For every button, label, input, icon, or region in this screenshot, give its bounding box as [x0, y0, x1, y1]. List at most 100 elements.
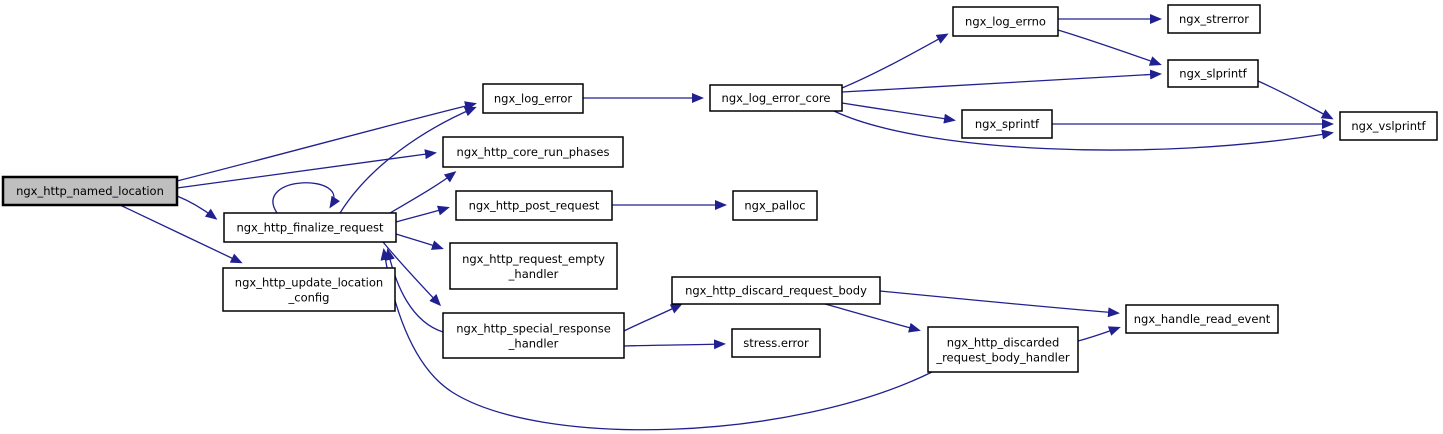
node-label-line: ngx_vslprintf	[1351, 119, 1426, 133]
node-update_location_config[interactable]: ngx_http_update_location_config	[222, 267, 396, 312]
node-palloc[interactable]: ngx_palloc	[732, 190, 818, 221]
node-log_error_core[interactable]: ngx_log_error_core	[709, 84, 843, 112]
node-box-handle_read_event[interactable]	[1125, 304, 1279, 334]
edge-discard_request_body-to-discarded_request_body_handler	[824, 303, 921, 333]
node-stress_error[interactable]: stress.error	[731, 328, 821, 358]
node-box-special_response_handler[interactable]	[442, 312, 625, 359]
node-box-vslprintf[interactable]	[1339, 111, 1438, 141]
edge-named_location-to-log_error	[176, 101, 477, 182]
node-box-finalize_request[interactable]	[223, 212, 397, 243]
node-special_response_handler[interactable]: ngx_http_special_response_handler	[442, 312, 625, 359]
node-label-line: ngx_http_update_location	[235, 276, 383, 290]
node-label-line: ngx_strerror	[1179, 12, 1249, 26]
node-finalize_request[interactable]: ngx_http_finalize_request	[223, 212, 397, 243]
node-label-named_location: ngx_http_named_location	[16, 184, 164, 198]
node-label-special_response_handler: ngx_http_special_response_handler	[456, 322, 611, 351]
node-box-slprintf[interactable]	[1167, 59, 1259, 88]
node-box-update_location_config[interactable]	[222, 267, 396, 312]
edge-special_response_handler-to-stress_error	[623, 339, 726, 350]
node-discarded_request_body_handler[interactable]: ngx_http_discarded_request_body_handler	[927, 326, 1079, 373]
edge-discarded_request_body_handler-to-finalize_request	[380, 248, 933, 431]
node-label-line: _handler	[508, 337, 559, 351]
node-box-discard_request_body[interactable]	[671, 276, 881, 305]
node-label-log_errno: ngx_log_errno	[965, 15, 1046, 29]
edge-special_response_handler-to-discard_request_body	[623, 303, 683, 332]
edge-slprintf-to-vslprintf	[1257, 80, 1334, 120]
node-label-sprintf: ngx_sprintf	[975, 117, 1040, 131]
node-label-line: _config	[288, 291, 330, 305]
node-label-line: ngx_sprintf	[975, 117, 1040, 131]
node-strerror[interactable]: ngx_strerror	[1167, 4, 1261, 34]
edge-named_location-to-finalize_request	[176, 195, 218, 220]
node-label-line: _request_body_handler	[935, 351, 1070, 365]
node-post_request[interactable]: ngx_http_post_request	[455, 190, 613, 221]
edge-named_location-to-update_location_config	[119, 204, 243, 264]
node-label-line: ngx_handle_read_event	[1134, 312, 1271, 326]
edge-finalize_request-to-request_empty_handler	[395, 233, 444, 250]
node-label-line: ngx_slprintf	[1179, 67, 1247, 81]
node-label-palloc: ngx_palloc	[744, 199, 805, 213]
edge-finalize_request-to-log_error	[339, 106, 477, 214]
edge-discard_request_body-to-handle_read_event	[879, 290, 1120, 318]
node-label-log_error: ngx_log_error	[494, 92, 573, 106]
node-named_location: ngx_http_named_location	[1, 175, 179, 207]
node-label-line: ngx_http_post_request	[469, 199, 600, 213]
node-label-line: ngx_http_core_run_phases	[457, 145, 610, 159]
node-box-palloc[interactable]	[732, 190, 818, 221]
node-slprintf[interactable]: ngx_slprintf	[1167, 59, 1259, 88]
node-label-vslprintf: ngx_vslprintf	[1351, 119, 1426, 133]
edge-log_error_core-to-log_errno	[841, 33, 949, 89]
node-label-line: ngx_palloc	[744, 199, 805, 213]
node-box-core_run_phases[interactable]	[442, 136, 624, 168]
node-box-log_errno[interactable]	[952, 6, 1059, 37]
node-log_error[interactable]: ngx_log_error	[482, 83, 584, 114]
edge-finalize_request-to-finalize_request	[272, 182, 341, 214]
node-label-discard_request_body: ngx_http_discard_request_body	[685, 284, 867, 298]
node-sprintf[interactable]: ngx_sprintf	[961, 109, 1053, 139]
node-label-stress_error: stress.error	[743, 336, 809, 350]
node-label-line: ngx_log_error	[494, 92, 573, 106]
node-discard_request_body[interactable]: ngx_http_discard_request_body	[671, 276, 881, 305]
node-box-request_empty_handler[interactable]	[449, 242, 618, 290]
node-request_empty_handler[interactable]: ngx_http_request_empty_handler	[449, 242, 618, 290]
node-log_errno[interactable]: ngx_log_errno	[952, 6, 1059, 37]
nodes-layer: ngx_http_named_location ngx_http_finalize…	[1, 4, 1438, 373]
node-label-request_empty_handler: ngx_http_request_empty_handler	[462, 252, 605, 281]
node-handle_read_event[interactable]: ngx_handle_read_event	[1125, 304, 1279, 334]
node-label-update_location_config: ngx_http_update_location_config	[235, 276, 383, 305]
node-box-discarded_request_body_handler[interactable]	[927, 326, 1079, 373]
node-label-discarded_request_body_handler: ngx_http_discarded_request_body_handler	[935, 336, 1070, 365]
node-label-line: ngx_log_error_core	[722, 91, 831, 105]
edge-log_error_core-to-vslprintf	[833, 110, 1334, 151]
node-box-strerror[interactable]	[1167, 4, 1261, 34]
node-label-line: ngx_http_special_response	[456, 322, 611, 336]
node-box-stress_error[interactable]	[731, 328, 821, 358]
node-label-log_error_core: ngx_log_error_core	[722, 91, 831, 105]
node-label-line: ngx_http_request_empty	[462, 252, 605, 266]
node-box-named_location	[1, 175, 179, 207]
node-box-log_error[interactable]	[482, 83, 584, 114]
node-label-line: ngx_http_finalize_request	[236, 221, 384, 235]
edge-named_location-to-core_run_phases	[176, 149, 437, 189]
node-label-line: stress.error	[743, 336, 809, 350]
node-label-post_request: ngx_http_post_request	[469, 199, 600, 213]
edge-log_error_core-to-slprintf	[841, 69, 1162, 93]
node-box-log_error_core[interactable]	[709, 84, 843, 112]
node-label-strerror: ngx_strerror	[1179, 12, 1249, 26]
edge-finalize_request-to-post_request	[395, 205, 450, 223]
node-label-line: ngx_log_errno	[965, 15, 1046, 29]
edge-finalize_request-to-core_run_phases	[389, 171, 457, 214]
node-label-line: ngx_http_named_location	[16, 184, 164, 198]
node-core_run_phases[interactable]: ngx_http_core_run_phases	[442, 136, 624, 168]
edge-log_error_core-to-sprintf	[841, 102, 956, 124]
node-box-sprintf[interactable]	[961, 109, 1053, 139]
node-label-slprintf: ngx_slprintf	[1179, 67, 1247, 81]
node-label-line: ngx_http_discard_request_body	[685, 284, 867, 298]
node-label-line: _handler	[508, 267, 559, 281]
node-box-post_request[interactable]	[455, 190, 613, 221]
edges-layer	[119, 14, 1334, 431]
node-vslprintf[interactable]: ngx_vslprintf	[1339, 111, 1438, 141]
edge-special_response_handler-to-finalize_request	[385, 248, 444, 333]
